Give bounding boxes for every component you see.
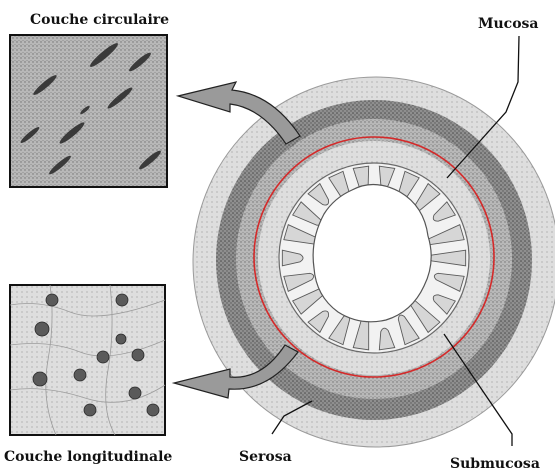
longitudinal-layer-inset xyxy=(10,285,165,435)
label-submucosa: Submucosa xyxy=(450,456,540,472)
label-couche-longitudinale: Couche longitudinale xyxy=(4,449,172,465)
lumen xyxy=(313,184,431,321)
intestine-cross-section xyxy=(193,77,555,447)
label-mucosa: Mucosa xyxy=(478,16,539,32)
arrow-to-circular-inset xyxy=(178,82,300,144)
label-serosa: Serosa xyxy=(239,449,292,465)
label-couche-circulaire: Couche circulaire xyxy=(30,12,169,28)
circular-layer-inset xyxy=(10,35,167,187)
